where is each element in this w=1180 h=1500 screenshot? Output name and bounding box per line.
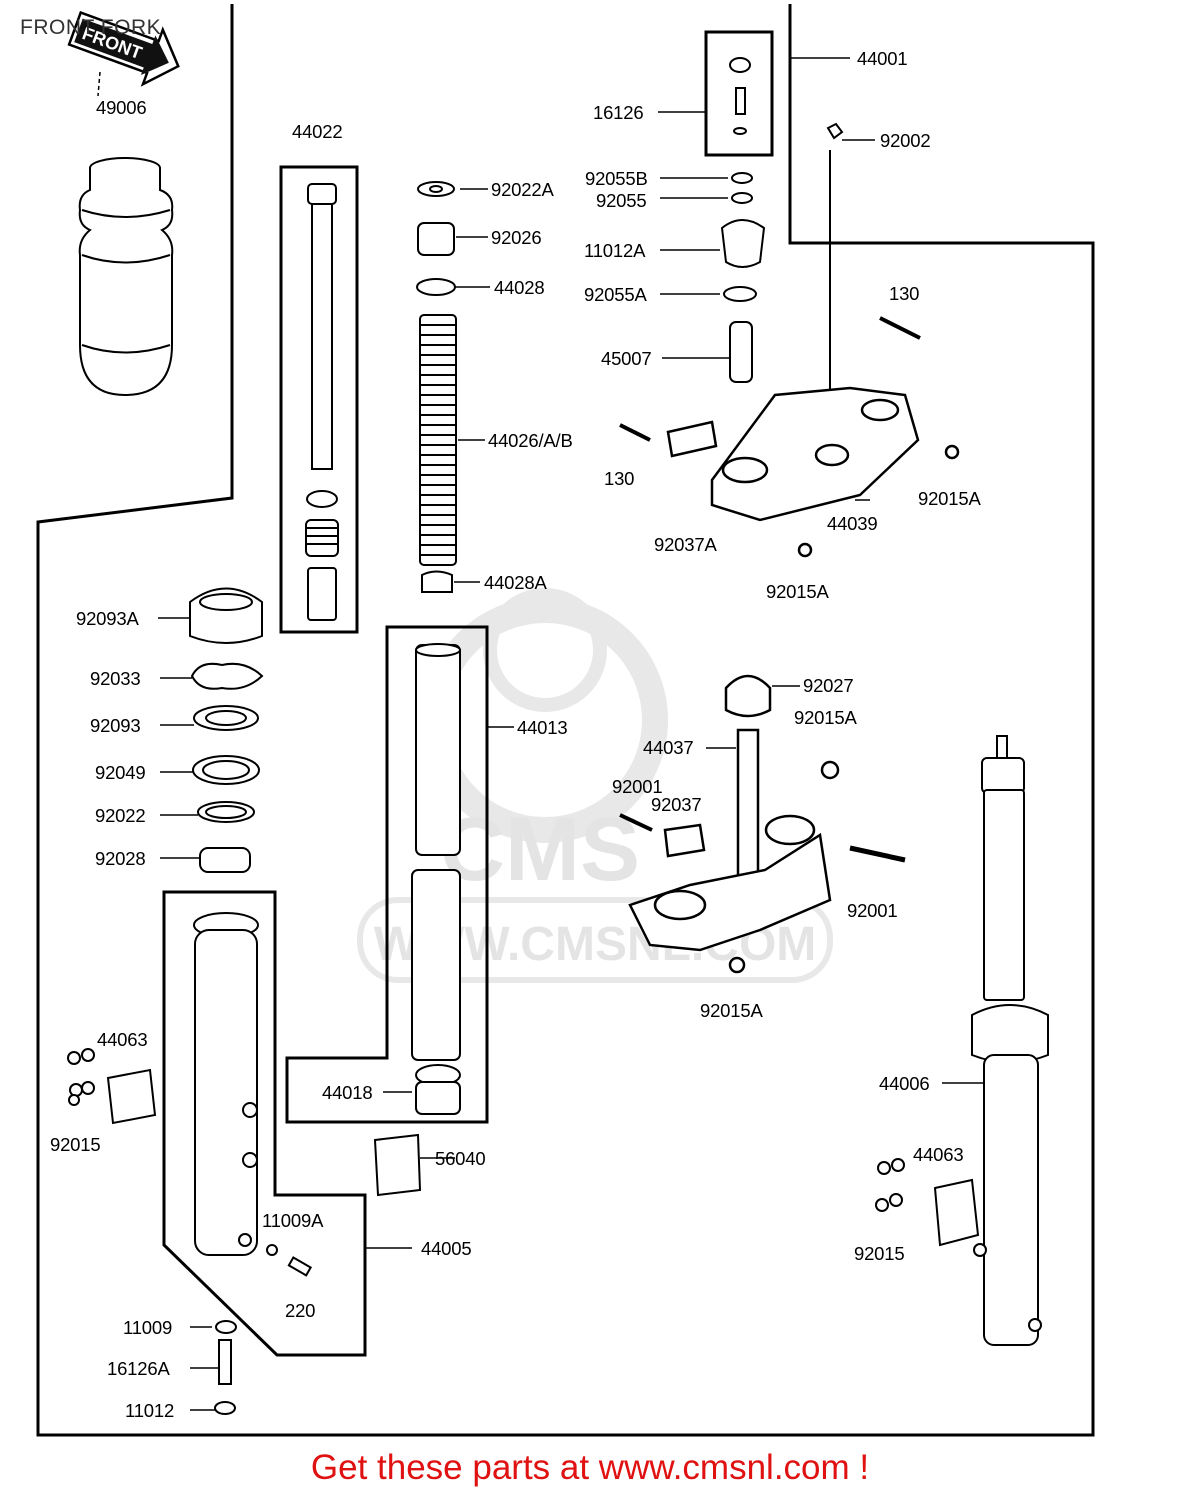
part-label: 44063 — [913, 1144, 963, 1165]
part-label: 44006 — [879, 1073, 929, 1094]
part-label: 44013 — [517, 717, 567, 738]
bracket-44063-right — [875, 1158, 980, 1247]
part-label: 49006 — [96, 97, 146, 118]
part-label: 92026 — [491, 227, 541, 248]
air-valve-16126 — [729, 57, 751, 135]
part-label: 92002 — [880, 130, 930, 151]
part-label: 11012A — [584, 240, 646, 261]
lower-bracket-44037 — [619, 674, 906, 974]
bracket-44063-left — [67, 1048, 157, 1125]
part-label: 92028 — [95, 848, 145, 869]
part-label: 92015A — [700, 1000, 763, 1021]
top-cap-parts — [720, 122, 844, 383]
part-label: 92022A — [491, 179, 554, 200]
part-label: 56040 — [435, 1148, 485, 1169]
part-label: 220 — [285, 1300, 315, 1321]
part-label: 16126 — [593, 102, 643, 123]
part-label: 44022 — [292, 121, 342, 142]
part-label: 92033 — [90, 668, 140, 689]
part-label: 44018 — [322, 1082, 372, 1103]
part-label: 92037 — [651, 794, 701, 815]
part-label: 92022 — [95, 805, 145, 826]
part-label: 11009A — [262, 1210, 324, 1231]
part-label: 44005 — [421, 1238, 471, 1259]
part-label: 92093 — [90, 715, 140, 736]
part-label: 44001 — [857, 48, 907, 69]
label-sheet-56040 — [373, 1133, 422, 1197]
outer-tube-44005 — [193, 912, 259, 1256]
fork-leg-44006 — [971, 735, 1049, 1346]
part-label: 92015 — [50, 1134, 100, 1155]
front-fork-exploded-diagram: CMS WWW.CMSNL.COM FRONT — [36, 4, 1095, 1437]
footer-link-text[interactable]: Get these parts at www.cmsnl.com ! — [310, 1448, 870, 1487]
part-label: 44028A — [484, 572, 547, 593]
part-label: 44028 — [494, 277, 544, 298]
part-label: 92055A — [584, 284, 647, 305]
part-label: 92015 — [854, 1243, 904, 1264]
leader-lines — [158, 57, 984, 1411]
part-label: 92037A — [654, 534, 717, 555]
part-label: 92001 — [612, 776, 662, 797]
part-label: 92055B — [585, 168, 648, 189]
part-label: 92015A — [794, 707, 857, 728]
drain-parts — [214, 1244, 313, 1415]
part-label: 44037 — [643, 737, 693, 758]
part-label: 44063 — [97, 1029, 147, 1050]
part-label: 92015A — [918, 488, 981, 509]
seal-stack — [189, 587, 264, 873]
part-label: 92027 — [803, 675, 853, 696]
spring-stack — [416, 181, 457, 593]
part-label: 130 — [889, 283, 919, 304]
upper-bracket-44039 — [619, 316, 960, 558]
part-label: 92093A — [76, 608, 139, 629]
part-label: 44026/A/B — [488, 430, 573, 451]
part-label: 11012 — [125, 1400, 174, 1421]
part-label: 11009 — [123, 1317, 172, 1338]
part-labels: 49006 44022 92022A 92026 44028 44026/A/B… — [50, 48, 982, 1421]
part-label: 16126A — [107, 1358, 170, 1379]
diagram-title: FRONT FORK — [20, 16, 162, 39]
part-label: 130 — [604, 468, 634, 489]
front-arrow-icon: FRONT — [67, 11, 180, 87]
dust-boot-49006 — [78, 157, 174, 397]
part-label: 92015A — [766, 581, 829, 602]
part-label: 92055 — [596, 190, 646, 211]
watermark-brand: CMS — [440, 800, 640, 900]
part-label: 92001 — [847, 900, 897, 921]
assembly-boundary — [36, 4, 1095, 1437]
part-label: 44039 — [827, 513, 877, 534]
part-label: 92049 — [95, 762, 145, 783]
part-label: 45007 — [601, 348, 651, 369]
damper-rod-44022 — [305, 183, 339, 621]
fork-tube-44013 — [411, 643, 461, 1115]
